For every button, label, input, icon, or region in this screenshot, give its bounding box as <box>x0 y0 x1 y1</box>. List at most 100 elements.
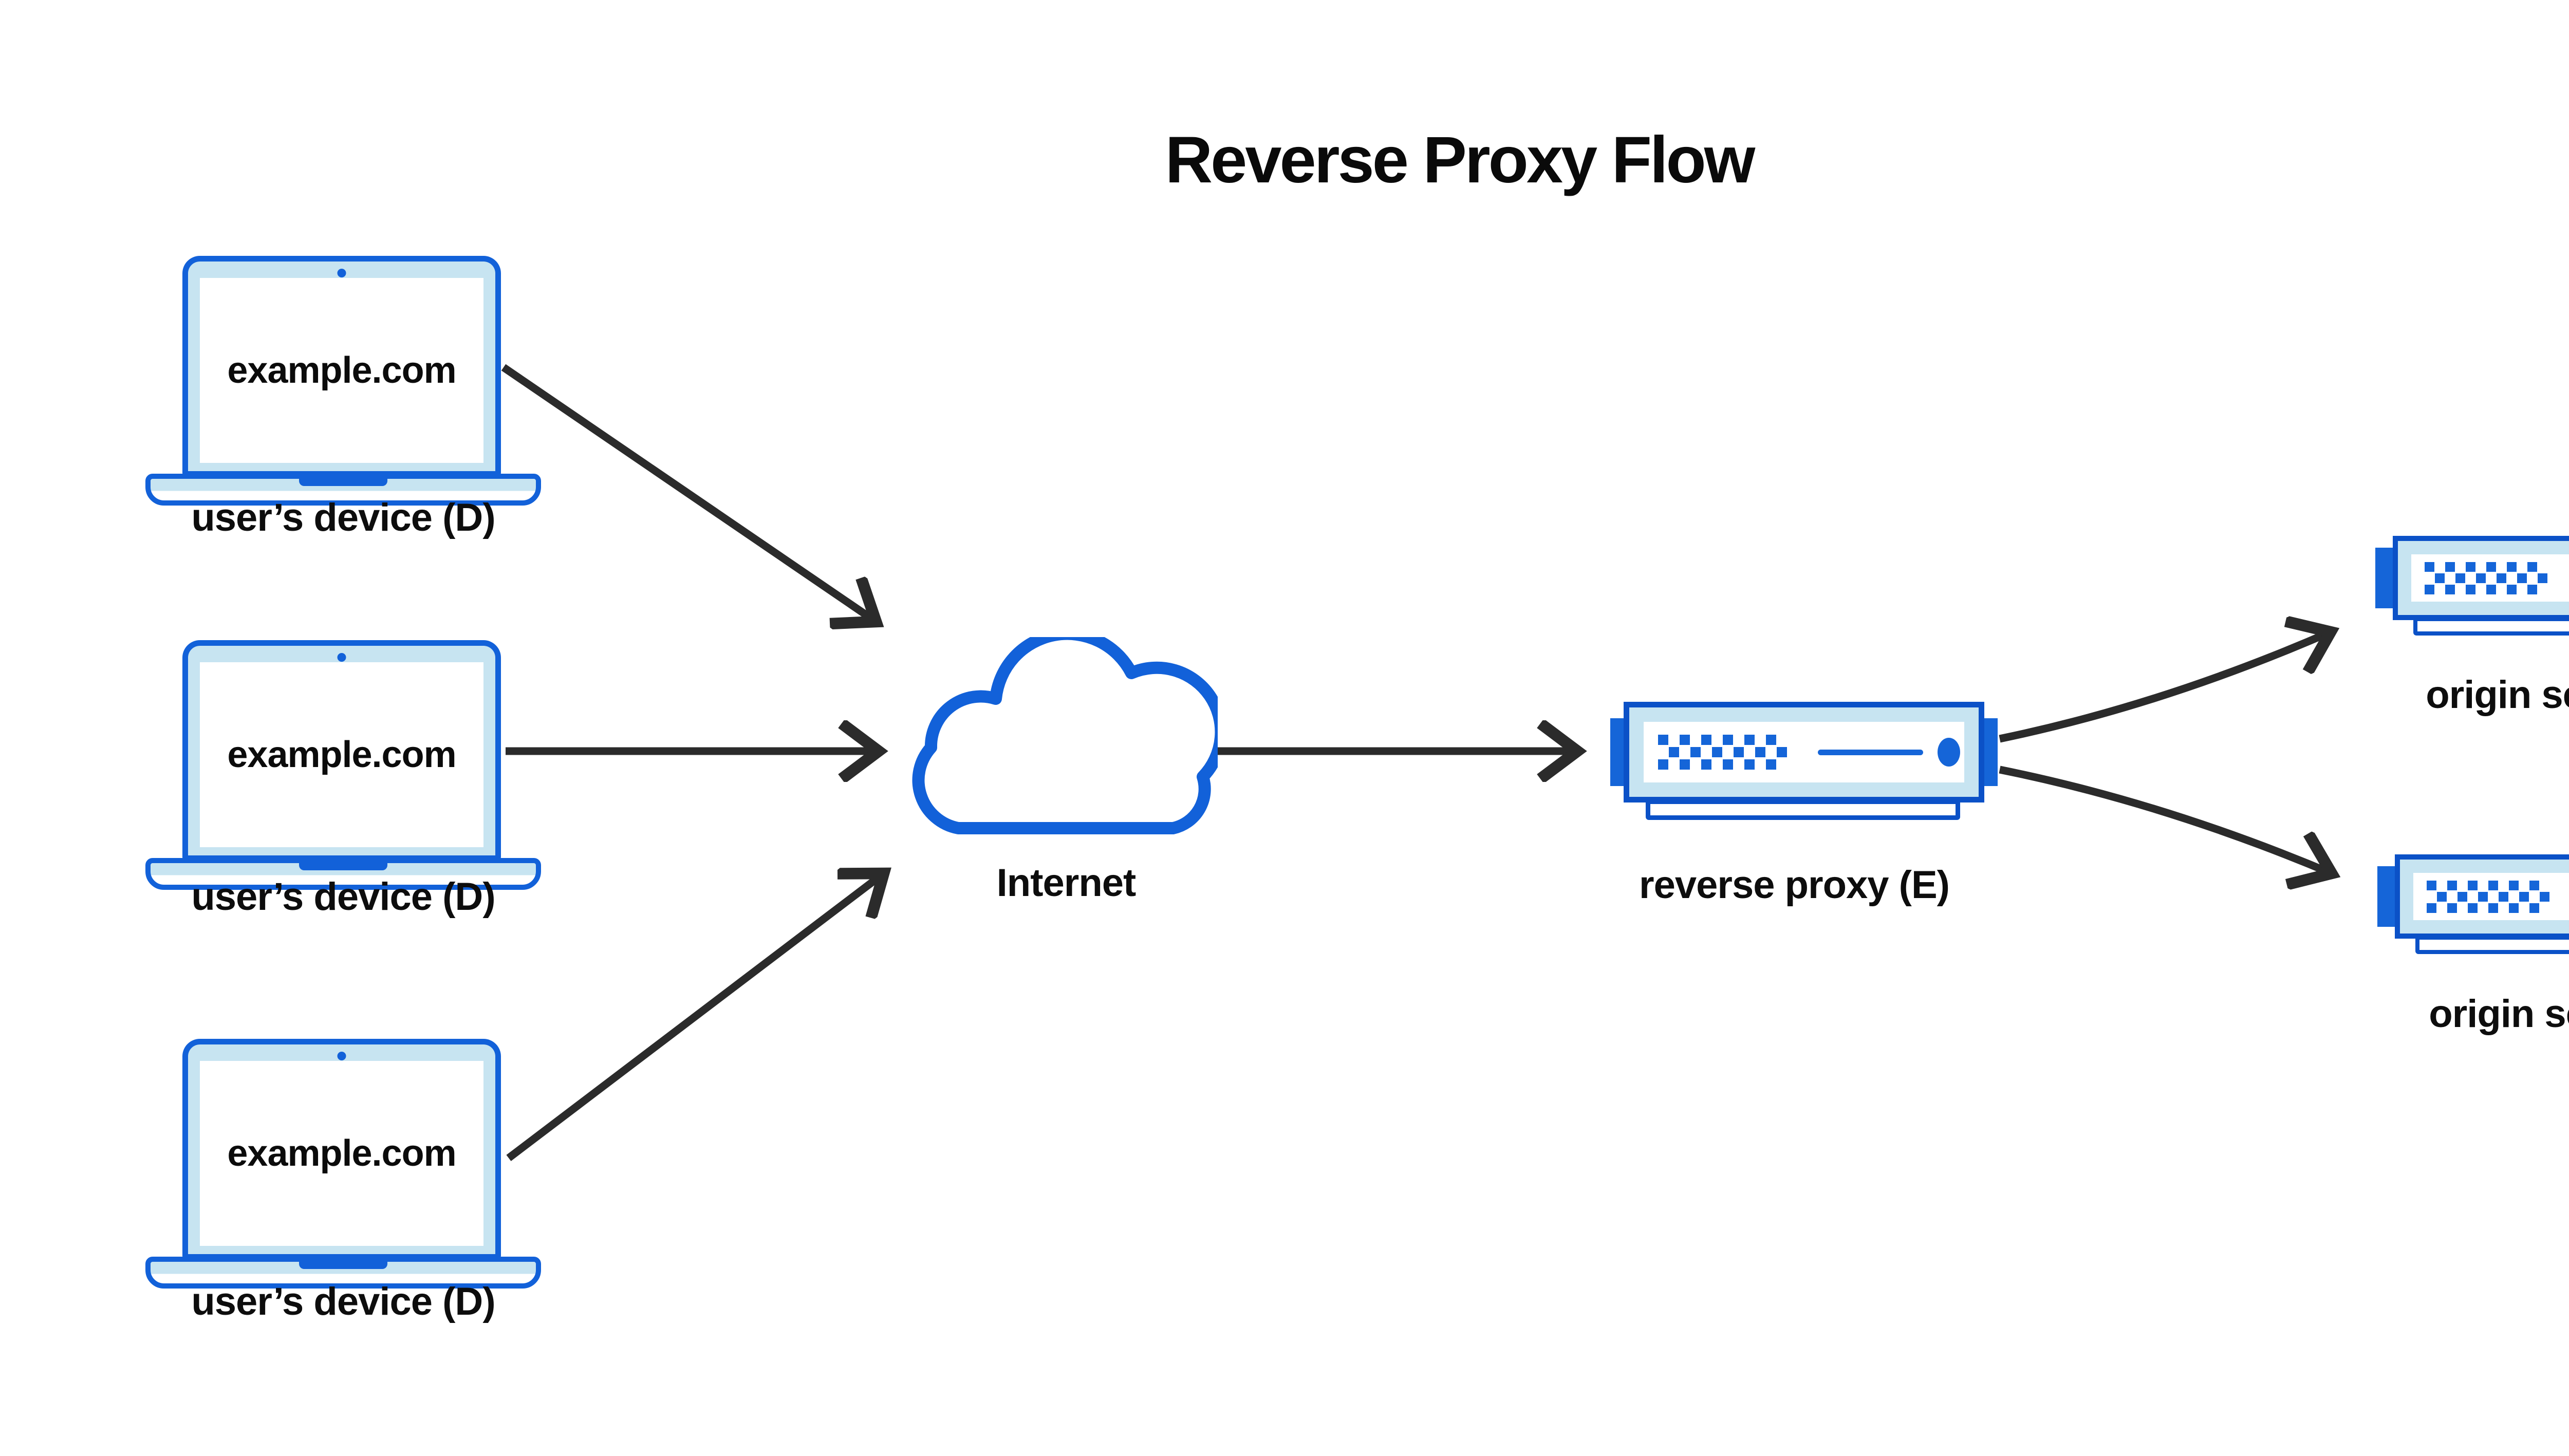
hinge-notch <box>299 862 387 870</box>
vent-dot <box>2468 880 2478 890</box>
vent-dot <box>2458 891 2467 902</box>
vent-dot-row <box>2425 584 2547 594</box>
server-slot-line <box>1818 749 1923 755</box>
vent-dot <box>1701 759 1711 770</box>
vent-dot <box>2478 891 2488 902</box>
vent-dot <box>2488 903 2498 913</box>
vent-dot <box>2455 573 2465 583</box>
internet-cloud-icon <box>912 637 1218 834</box>
server-body <box>2393 536 2569 620</box>
laptop-base <box>145 474 541 506</box>
laptop-bezel: example.com <box>182 640 501 861</box>
vent-dots-grid <box>2425 562 2547 594</box>
vent-dot <box>2529 903 2539 913</box>
vent-dot <box>2425 562 2434 572</box>
vent-dot <box>1680 735 1690 745</box>
vent-dot <box>2497 573 2506 583</box>
hinge-notch <box>299 477 387 486</box>
laptop-bezel: example.com <box>182 1039 501 1260</box>
reverse-proxy-label: reverse proxy (E) <box>1639 863 1950 907</box>
origin-server-1-icon <box>2375 536 2569 641</box>
vent-dot <box>1723 759 1733 770</box>
laptop-base <box>145 858 541 890</box>
vent-dot-row <box>2435 573 2547 583</box>
vent-dot <box>2427 903 2436 913</box>
vent-dot-row <box>1669 747 1787 757</box>
laptop-screen: example.com <box>200 1061 483 1246</box>
laptop-screen: example.com <box>200 662 483 847</box>
vent-dot <box>1744 759 1755 770</box>
vent-dot <box>1701 735 1711 745</box>
vent-dot <box>1690 747 1701 757</box>
webcam-dot-icon <box>337 269 346 277</box>
vent-dot <box>1712 747 1722 757</box>
vent-dot <box>1669 747 1679 757</box>
vent-dot <box>1658 735 1668 745</box>
vent-dot <box>2519 891 2529 902</box>
screen-url-text: example.com <box>227 350 456 391</box>
screen-url-text: example.com <box>227 734 456 775</box>
server-front-panel <box>1644 722 1964 782</box>
vent-dot <box>2468 903 2478 913</box>
vent-dot <box>2445 584 2455 594</box>
vent-dot <box>2538 573 2547 583</box>
laptop-bezel: example.com <box>182 256 501 477</box>
vent-dot <box>2529 880 2539 890</box>
vent-dot <box>2427 880 2436 890</box>
internet-label: Internet <box>996 861 1137 905</box>
vent-dot <box>2445 562 2455 572</box>
laptop-screen: example.com <box>200 278 483 463</box>
vent-dots-grid <box>1658 735 1787 770</box>
vent-dot <box>2499 891 2508 902</box>
arrow-device1-to-internet <box>501 364 876 622</box>
vent-dot <box>2488 880 2498 890</box>
user-device-2-label: user’s device (D) <box>191 875 495 919</box>
vent-dot <box>1755 747 1765 757</box>
server-body <box>2395 854 2569 939</box>
vent-dot <box>1766 759 1776 770</box>
vent-dot <box>2486 584 2496 594</box>
arrow-device3-to-internet <box>506 873 884 1161</box>
server-led-dot <box>1938 738 1960 767</box>
user-device-1-label: user’s device (D) <box>191 496 495 539</box>
vent-dot-row <box>2425 562 2547 572</box>
vent-dot <box>2476 573 2486 583</box>
user-device-1-laptop-icon: example.com <box>145 256 541 508</box>
vent-dot <box>1680 759 1690 770</box>
user-device-3-laptop-icon: example.com <box>145 1039 541 1291</box>
vent-dot <box>1766 735 1776 745</box>
arrow-proxy-to-origin1 <box>1999 632 2331 743</box>
vent-dot <box>2466 584 2475 594</box>
vent-dot-row <box>2427 903 2549 913</box>
vent-dot <box>1658 759 1668 770</box>
vent-dot <box>2435 573 2445 583</box>
cloud-outline <box>912 637 1218 834</box>
laptop-base <box>145 1257 541 1289</box>
vent-dot <box>2527 562 2537 572</box>
user-device-3-label: user’s device (D) <box>191 1280 495 1323</box>
vent-dot-row <box>1658 759 1787 770</box>
vent-dot <box>1723 735 1733 745</box>
vent-dot <box>2437 891 2447 902</box>
server-front-panel <box>2413 873 2569 920</box>
vent-dot <box>1744 735 1755 745</box>
vent-dot-row <box>2437 891 2549 902</box>
page-title: Reverse Proxy Flow <box>1165 123 1756 197</box>
vent-dot <box>2509 880 2519 890</box>
vent-dot <box>2507 562 2517 572</box>
vent-dot <box>2466 562 2475 572</box>
server-front-panel <box>2411 554 2569 602</box>
vent-dot <box>1777 747 1787 757</box>
server-body <box>1624 702 1984 802</box>
origin-server-1-label: origin server (F) <box>2426 673 2569 717</box>
origin-server-2-icon <box>2377 854 2569 960</box>
vent-dots-grid <box>2427 880 2549 913</box>
vent-dot <box>2425 584 2434 594</box>
screen-url-text: example.com <box>227 1133 456 1174</box>
vent-dot <box>2517 573 2527 583</box>
server-base-tray <box>1646 799 1960 820</box>
vent-dot <box>2447 903 2457 913</box>
webcam-dot-icon <box>337 1052 346 1060</box>
vent-dot-row <box>1658 735 1787 745</box>
